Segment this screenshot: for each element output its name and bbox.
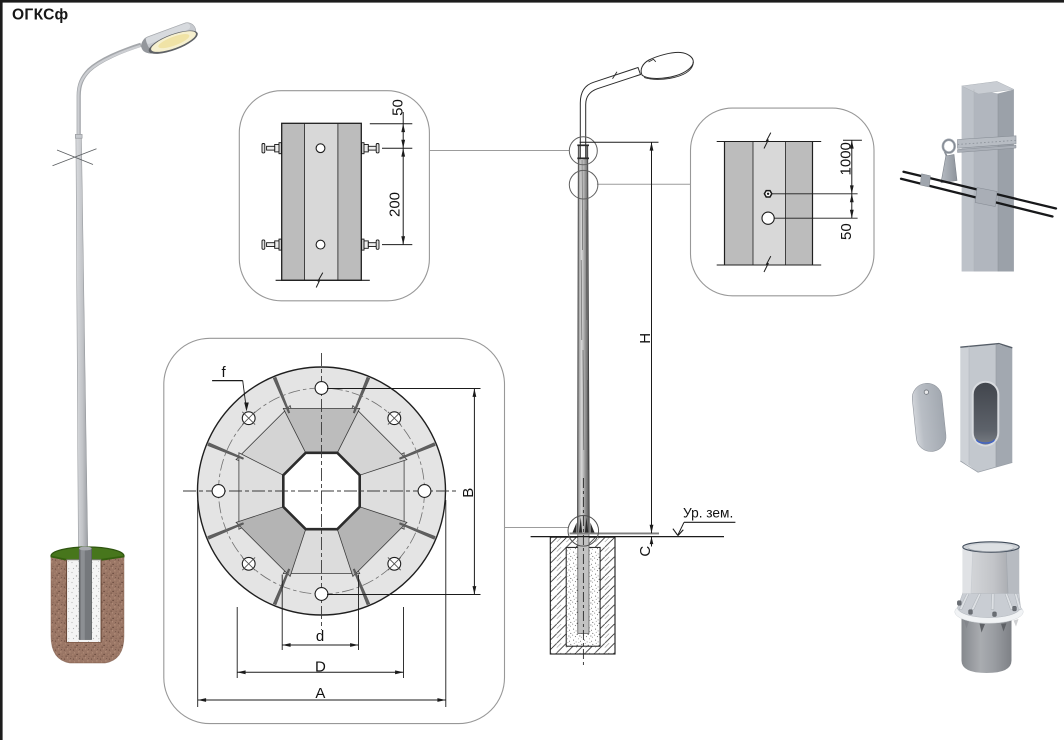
svg-text:C: C [637,546,654,557]
svg-text:A: A [315,685,325,702]
svg-text:1000: 1000 [837,142,854,175]
svg-text:d: d [316,628,324,645]
svg-text:f: f [222,364,227,381]
svg-text:H: H [637,333,654,344]
svg-text:ОГКСф: ОГКСф [12,7,69,24]
svg-text:D: D [315,658,326,675]
svg-text:B: B [460,488,477,498]
svg-text:Ур. зем.: Ур. зем. [683,505,733,520]
svg-text:200: 200 [387,192,404,217]
svg-text:50: 50 [390,99,407,116]
svg-text:50: 50 [838,223,855,240]
